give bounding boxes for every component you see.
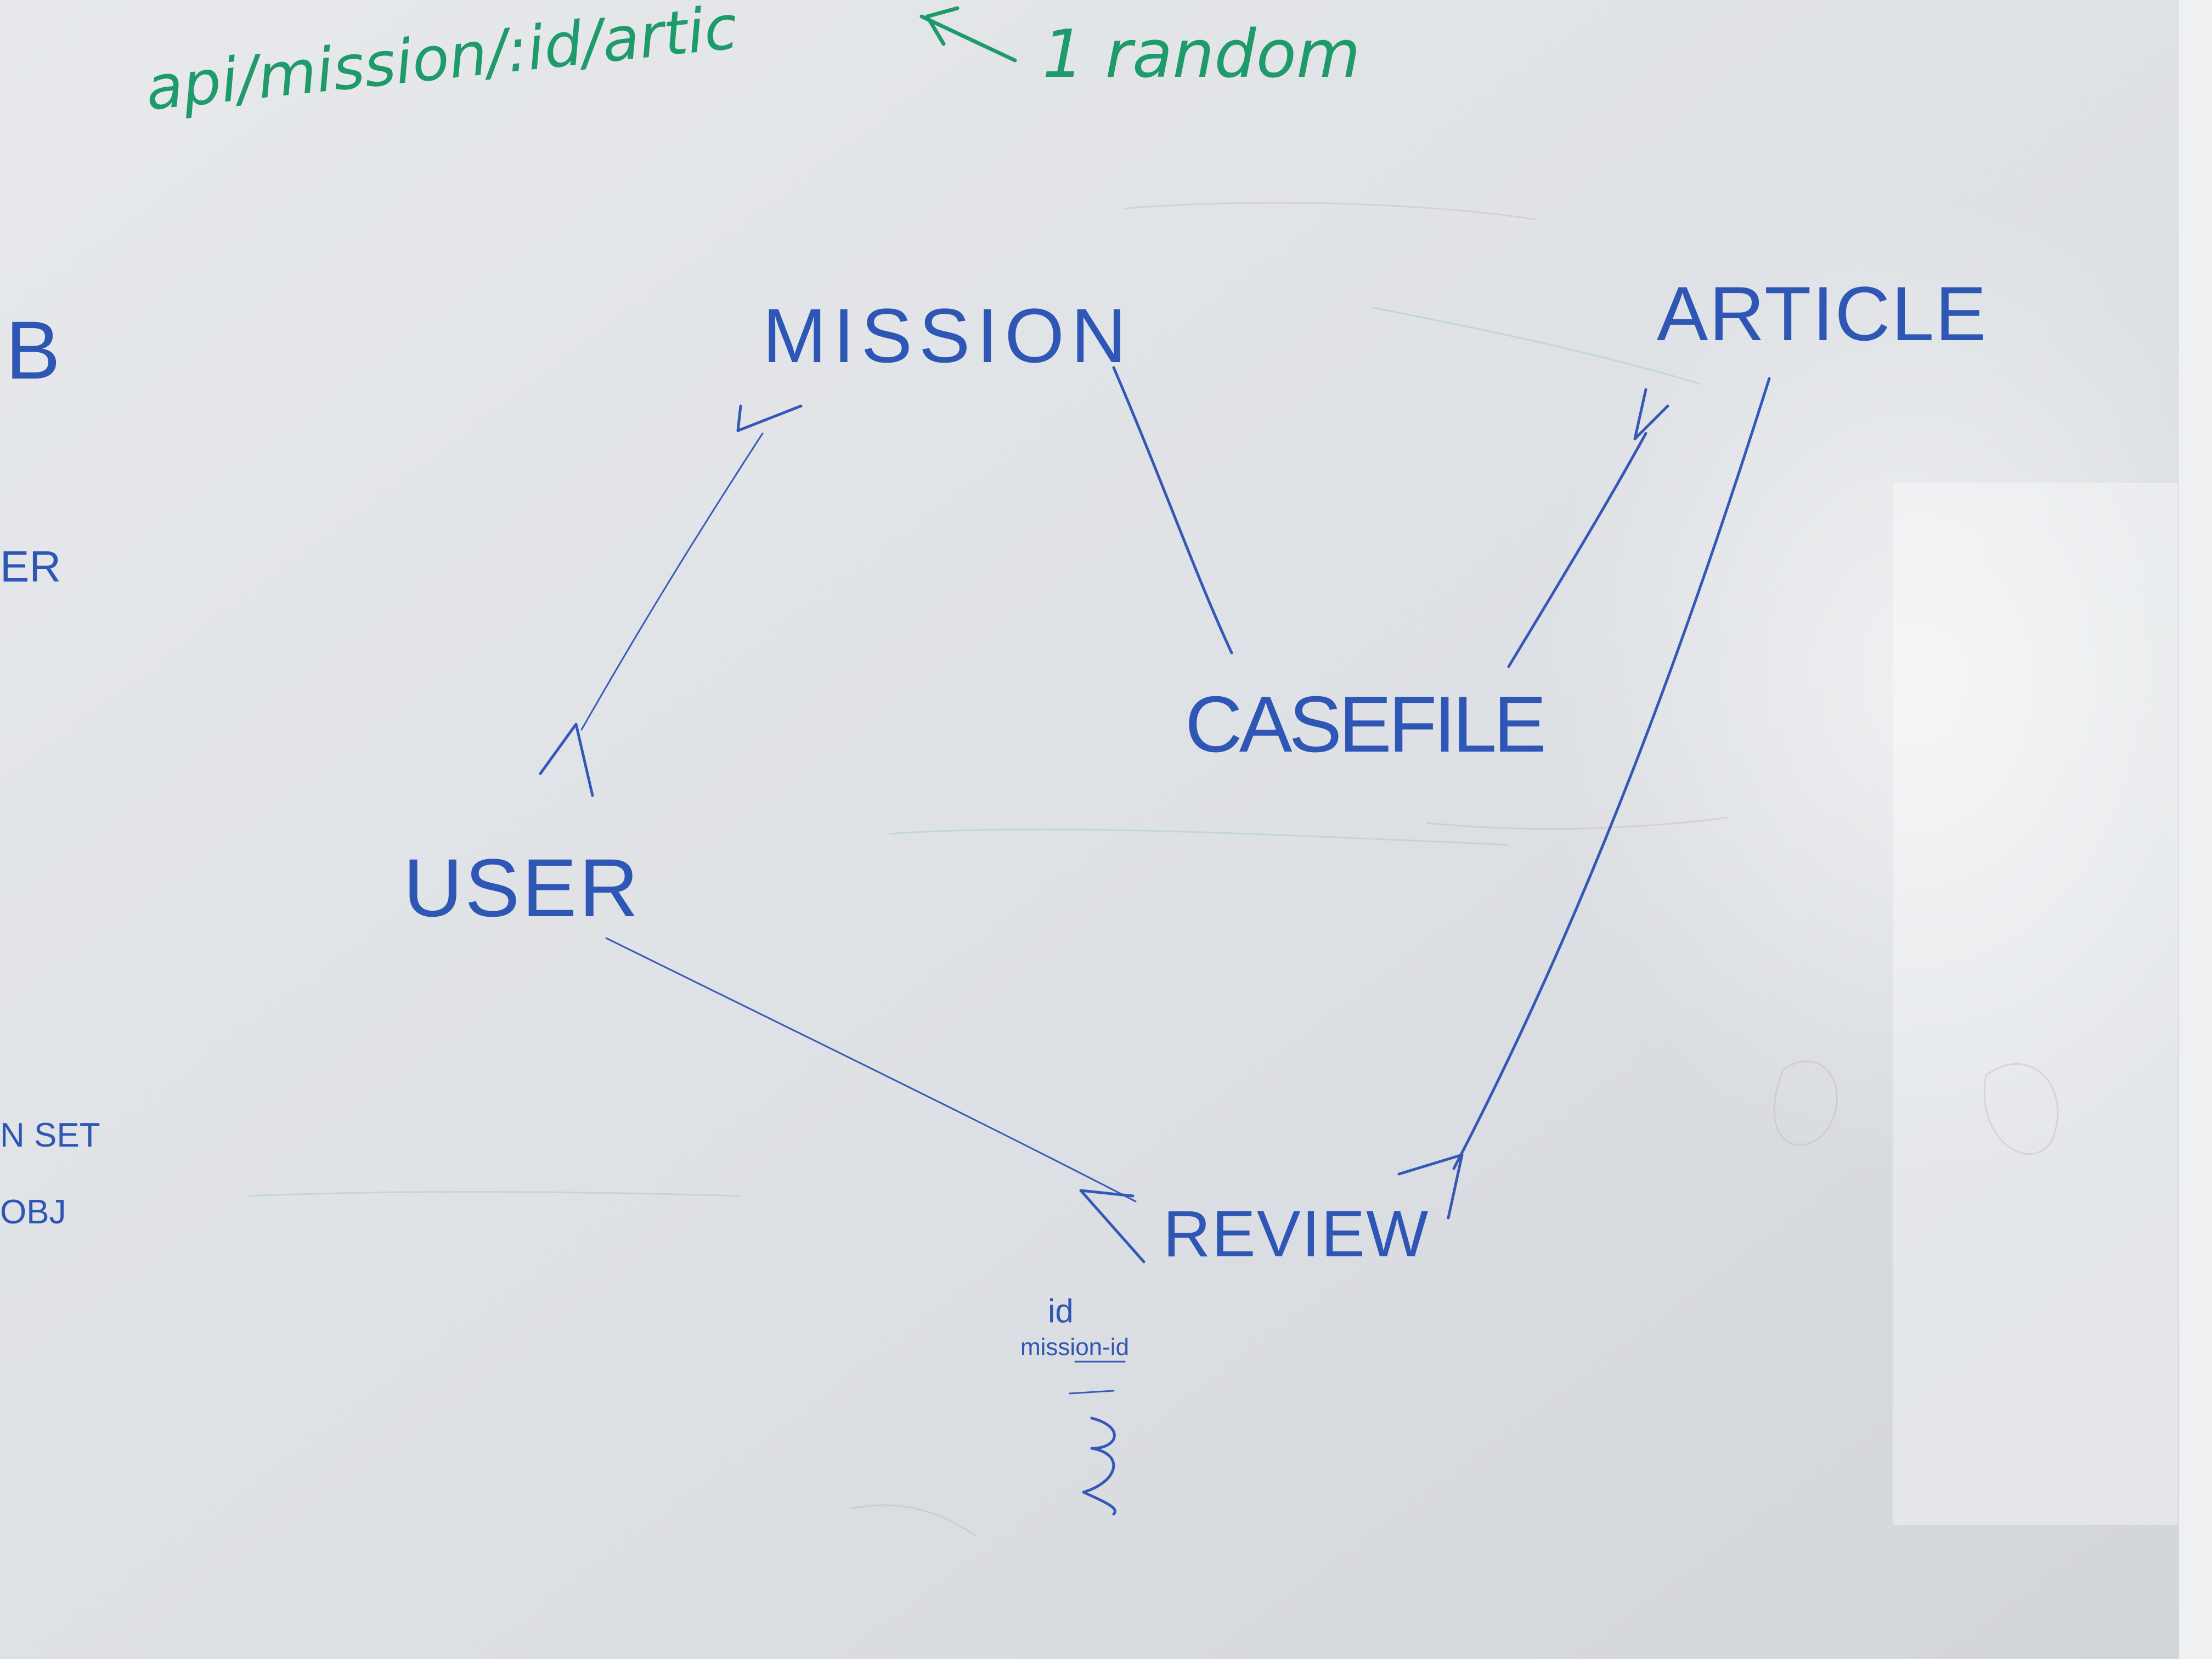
- arrowhead-mission-icon: [736, 404, 803, 432]
- edge-user-review: [605, 937, 1137, 1203]
- random-tag: 1 random: [1042, 16, 1361, 93]
- edge-mission-casefile: [1112, 366, 1233, 654]
- left-arrow-icon: [919, 6, 1017, 63]
- light-glare: [1536, 192, 2212, 1180]
- review-field-id: id: [1048, 1293, 1074, 1329]
- erased-marks: [246, 202, 2059, 1537]
- entity-article: ARTICLE: [1657, 270, 1988, 357]
- entity-mission: MISSION: [763, 292, 1133, 379]
- review-fields: id mission-id: [1020, 1293, 1129, 1516]
- arrowhead-review-right-icon: [1397, 1153, 1464, 1220]
- entity-review: REVIEW: [1163, 1197, 1429, 1271]
- entities: MISSION ARTICLE CASEFILE USER REVIEW: [403, 270, 1988, 1271]
- left-fragment-c: N SET: [0, 1116, 100, 1154]
- arrowhead-review-left-icon: [1079, 1189, 1146, 1263]
- review-field-mission-id: mission-id: [1020, 1334, 1129, 1361]
- entity-casefile: CASEFILE: [1185, 680, 1543, 769]
- relationships: [539, 366, 1771, 1263]
- edge-article-review: [1452, 377, 1771, 1170]
- edge-user-mission: [580, 432, 764, 731]
- left-fragment-b: ER: [0, 542, 61, 591]
- board-frame-right: [2179, 0, 2212, 1659]
- entity-user: USER: [403, 842, 641, 934]
- edge-casefile-article: [1507, 432, 1647, 668]
- left-edge-fragments: B ER N SET OBJ: [0, 304, 100, 1231]
- arrowhead-article-icon: [1633, 388, 1669, 441]
- left-fragment-a: B: [5, 304, 60, 396]
- separator-line: [1069, 1390, 1115, 1395]
- left-fragment-d: OBJ: [0, 1193, 66, 1231]
- ellipsis-squiggle-icon: [1082, 1417, 1116, 1516]
- arrowhead-user-icon: [539, 723, 594, 797]
